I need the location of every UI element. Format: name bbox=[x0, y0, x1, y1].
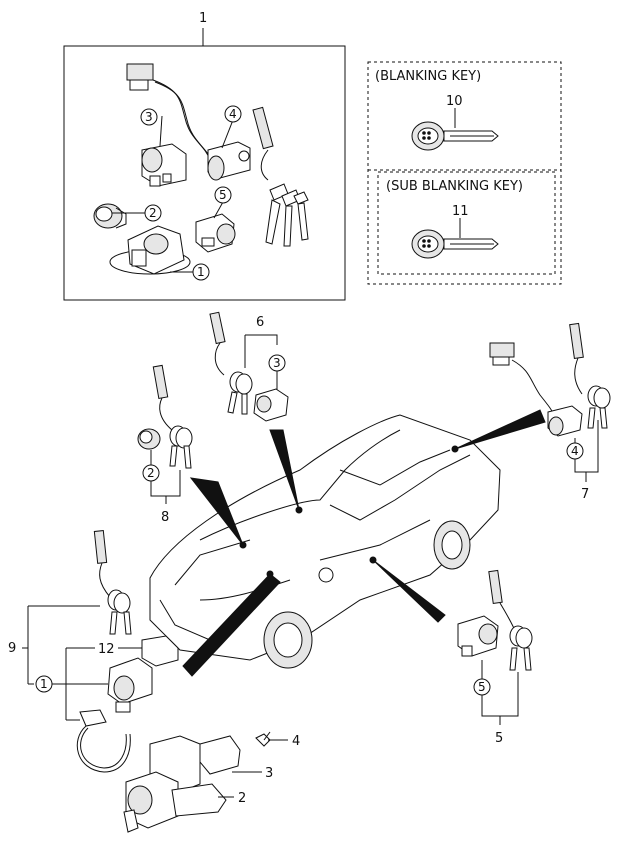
blanking-key-panel: (BLANKING KEY) 10 (SUB BLANKING KEY) 11 bbox=[367, 61, 562, 285]
sub-blanking-key-icon bbox=[411, 229, 499, 259]
vehicle-illustration bbox=[149, 414, 501, 669]
door-callout: 5 bbox=[495, 731, 503, 746]
kit-circle-4-label: 4 bbox=[229, 107, 237, 121]
blanking-outer-frame bbox=[367, 61, 562, 285]
ignition-switch-assembly: 4 3 2 bbox=[123, 731, 300, 833]
ignition-cover-callout: 12 bbox=[98, 642, 115, 657]
kit-door-cylinder bbox=[195, 213, 236, 253]
glove-callout: 8 bbox=[161, 510, 169, 525]
location-pointers bbox=[182, 409, 546, 677]
door-lock-group: 5 5 bbox=[457, 569, 533, 746]
sub-blanking-key-title: (SUB BLANKING KEY) bbox=[386, 179, 523, 194]
kit-circle-3 bbox=[140, 108, 158, 126]
kit-frame bbox=[63, 45, 346, 301]
kit-glove-cylinder bbox=[93, 203, 127, 229]
switch-callout-4: 4 bbox=[292, 734, 300, 749]
fuel-lid-group: 4 7 bbox=[489, 322, 611, 502]
ignition-group: 9 12 1 bbox=[8, 530, 179, 773]
blanking-key-title: (BLANKING KEY) bbox=[375, 69, 481, 84]
ignition-circle-label: 1 bbox=[40, 677, 48, 691]
ignition-circle bbox=[35, 675, 53, 693]
kit-circle-5 bbox=[214, 186, 232, 204]
kit-ignition bbox=[109, 225, 191, 275]
kit-circle-4 bbox=[224, 105, 242, 123]
kit-fuel-cylinder bbox=[207, 141, 251, 181]
kit-trunk-cylinder bbox=[141, 143, 187, 187]
glove-circle-label: 2 bbox=[147, 466, 155, 480]
kit-callout: 1 bbox=[199, 11, 207, 26]
blanking-key-icon bbox=[411, 121, 499, 151]
switch-callout-2: 2 bbox=[238, 791, 246, 806]
blanking-key-callout: 10 bbox=[446, 94, 463, 109]
kit-keys bbox=[252, 106, 309, 247]
trunk-lock-group: 6 3 bbox=[209, 311, 289, 422]
sub-blanking-key-callout: 11 bbox=[452, 204, 469, 219]
kit-connector bbox=[126, 63, 213, 163]
fuel-circle-label: 4 bbox=[571, 444, 579, 458]
sub-blanking-frame bbox=[377, 171, 556, 275]
door-circle-label: 5 bbox=[478, 680, 486, 694]
kit-circle-5-label: 5 bbox=[219, 188, 227, 202]
kit-circle-3-label: 3 bbox=[145, 110, 153, 124]
glove-box-group: 2 8 bbox=[137, 364, 193, 525]
kit-circle-2 bbox=[144, 204, 162, 222]
trunk-callout: 6 bbox=[256, 315, 264, 330]
ignition-callout: 9 bbox=[8, 641, 16, 656]
kit-circle-2-label: 2 bbox=[149, 206, 157, 220]
kit-circle-1 bbox=[192, 263, 210, 281]
switch-callout-3: 3 bbox=[265, 766, 273, 781]
fuel-callout: 7 bbox=[581, 487, 589, 502]
kit-circle-1-label: 1 bbox=[197, 265, 205, 279]
key-set-kit: 1 bbox=[63, 11, 346, 301]
trunk-circle-label: 3 bbox=[273, 356, 281, 370]
